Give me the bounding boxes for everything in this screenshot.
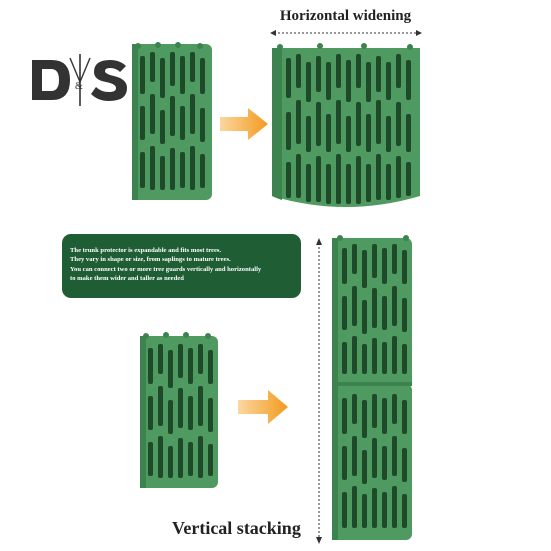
arrow-right-icon [220,108,268,140]
tree-guard-stacked [332,235,412,540]
info-line: They vary in shape or size, from sapling… [70,256,231,264]
dimension-arrow-icon [270,30,422,36]
info-line: The trunk protector is expandable and fi… [70,247,222,254]
dimension-arrow-icon [316,238,322,544]
heading-vertical-stacking: Vertical stacking [172,518,301,538]
info-line: You can connect two or more tree guards … [70,265,262,273]
info-line: to make them wider and taller as needed [70,274,184,282]
heading-horizontal-widening: Horizontal widening [279,8,412,24]
svg-text:&: & [75,81,83,92]
arrow-right-icon [238,390,288,424]
info-box: The trunk protector is expandable and fi… [62,234,301,298]
brand-logo: & [32,54,127,106]
tree-guard-wide [272,43,420,207]
tree-guard-small-bottom [140,332,218,488]
tree-guard-small-top [132,42,212,200]
